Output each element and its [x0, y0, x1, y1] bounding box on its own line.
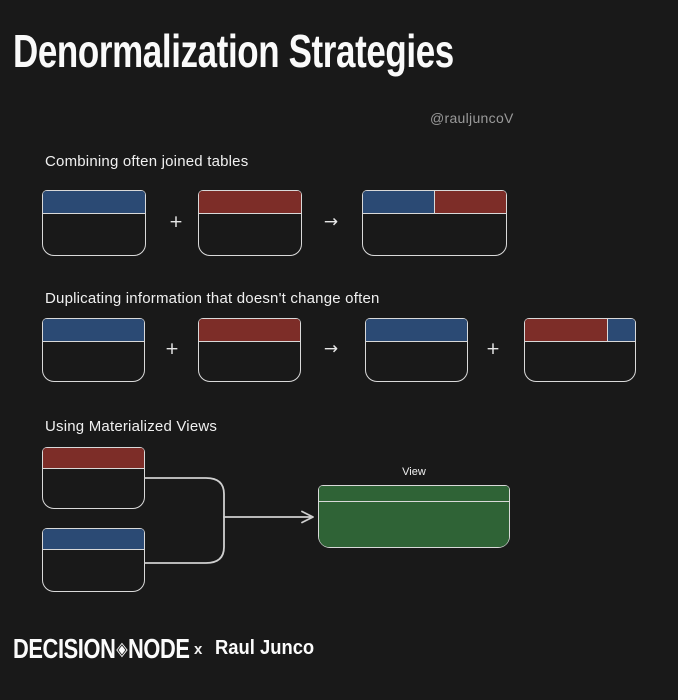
- table-header: [43, 529, 144, 550]
- plus-icon: +: [168, 212, 184, 232]
- view-table-label: View: [402, 466, 426, 478]
- arrow-right-icon: →: [323, 212, 339, 232]
- table-shape: [42, 190, 146, 256]
- table-shape: [42, 528, 145, 592]
- table-shape: [524, 318, 636, 382]
- collab-x-separator: x: [194, 641, 203, 658]
- table-header: [43, 448, 144, 469]
- arrow-right-icon: →: [323, 339, 339, 359]
- header-segment-blue: [43, 529, 144, 549]
- diamond-icon: ◈: [116, 638, 128, 660]
- author-handle: @rauljuncoV: [430, 110, 514, 126]
- header-segment-red: [525, 319, 607, 341]
- decision-node-logo: DECISION◈NODE: [13, 633, 190, 665]
- plus-icon: +: [164, 339, 180, 359]
- header-segment-red: [434, 191, 506, 213]
- logo-text-left: DECISION: [13, 633, 116, 664]
- table-header: [319, 486, 509, 502]
- table-shape: [42, 318, 145, 382]
- table-shape: [198, 190, 302, 256]
- header-segment-green: [319, 486, 509, 501]
- arrow-right-icon: [223, 510, 314, 524]
- page-title: Denormalization Strategies: [13, 25, 454, 77]
- plus-icon: +: [485, 339, 501, 359]
- table-body: [319, 502, 509, 547]
- header-segment-red: [199, 319, 300, 341]
- table-header: [43, 319, 144, 342]
- header-segment-red: [199, 191, 301, 213]
- header-segment-blue: [606, 319, 635, 341]
- section-label-duplicating: Duplicating information that doesn't cha…: [45, 290, 380, 307]
- header-segment-blue: [43, 191, 145, 213]
- table-shape: [362, 190, 507, 256]
- table-header: [199, 191, 301, 214]
- connector-top-line: [144, 477, 225, 518]
- table-shape: [198, 318, 301, 382]
- table-header: [199, 319, 300, 342]
- header-segment-blue: [366, 319, 467, 341]
- table-header: [366, 319, 467, 342]
- connector-bottom-line: [144, 516, 225, 564]
- table-header: [43, 191, 145, 214]
- table-header: [363, 191, 506, 214]
- header-segment-blue: [363, 191, 434, 213]
- partner-name: Raul Junco: [215, 637, 315, 659]
- table-shape: [365, 318, 468, 382]
- section-label-combining: Combining often joined tables: [45, 153, 249, 170]
- table-header: [525, 319, 635, 342]
- header-segment-blue: [43, 319, 144, 341]
- section-label-materialized-views: Using Materialized Views: [45, 418, 218, 435]
- logo-text-right: NODE: [128, 633, 190, 664]
- table-shape: [318, 485, 510, 548]
- header-segment-red: [43, 448, 144, 468]
